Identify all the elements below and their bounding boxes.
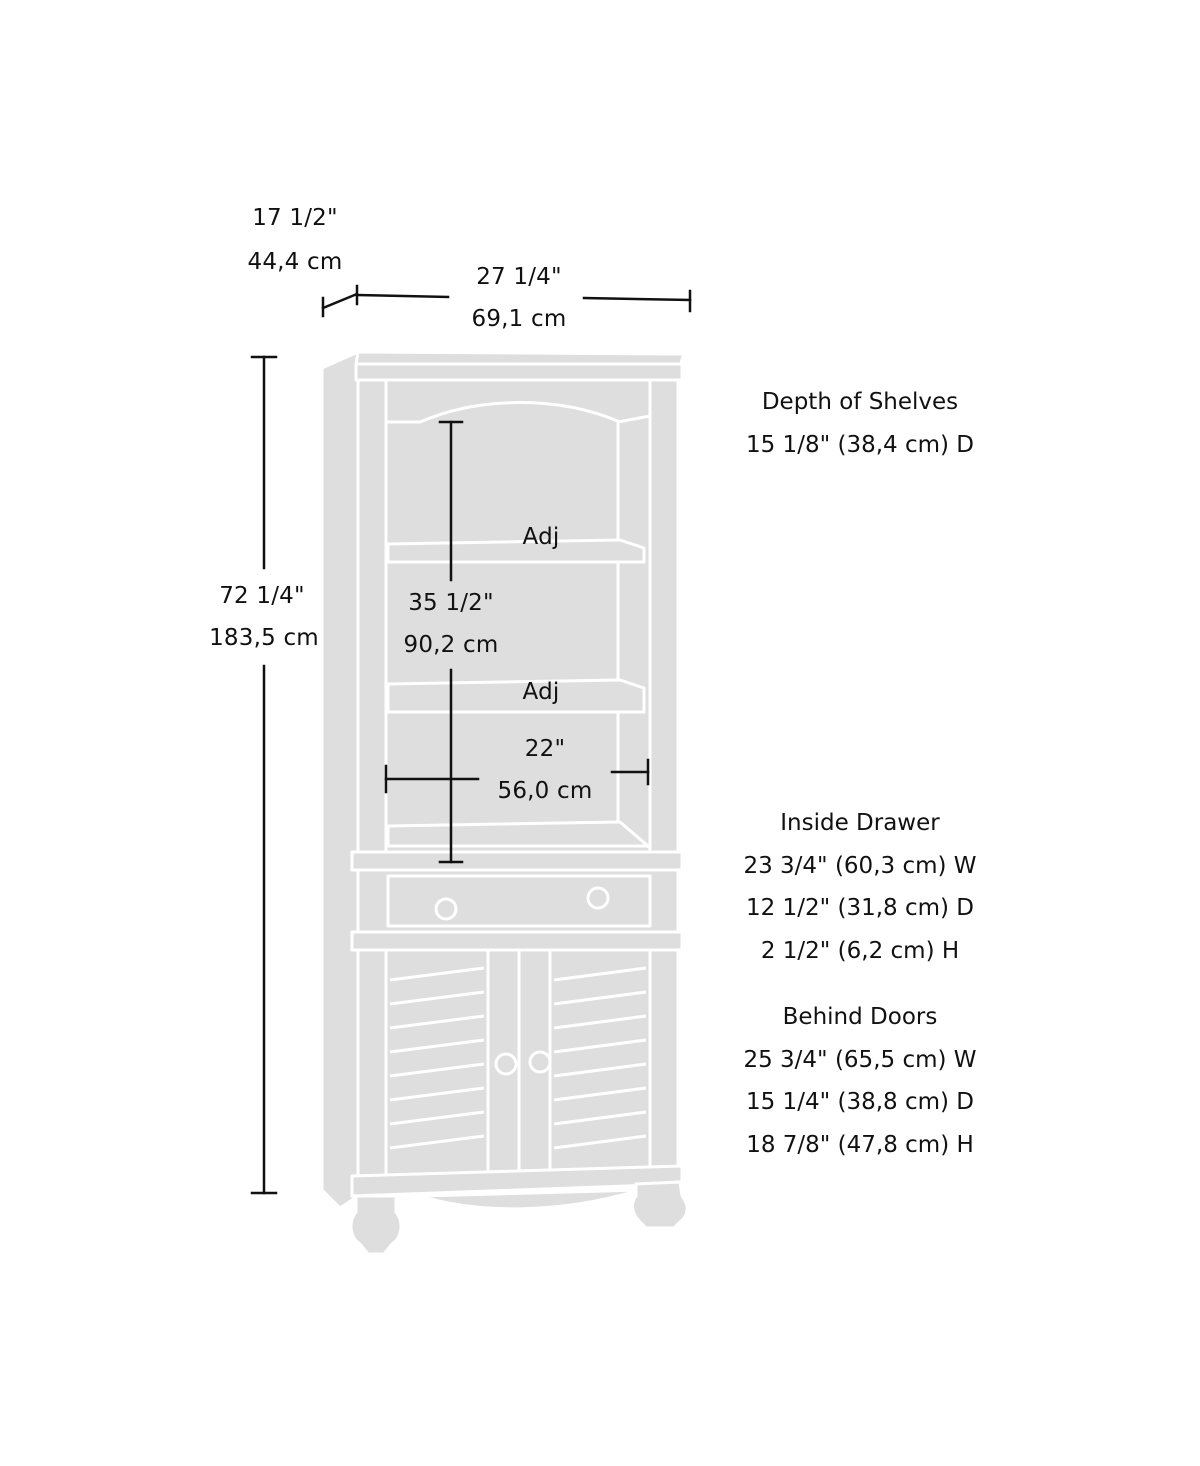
- left-door-louvres: [389, 966, 485, 1150]
- height-inches-label: 72 1/4": [219, 583, 305, 609]
- spec-doors-title: Behind Doors: [782, 1004, 938, 1030]
- upper-shelf: [386, 538, 646, 564]
- door-knob-left: [494, 1052, 518, 1076]
- spec-drawer-title: Inside Drawer: [780, 810, 940, 836]
- right-foot: [631, 1180, 689, 1230]
- bottom-shelf: [386, 820, 650, 848]
- spec-drawer-height: 2 1/2" (6,2 cm) H: [760, 937, 960, 964]
- cabinet-side-panel: [320, 350, 360, 1210]
- width-cm-label: 69,1 cm: [471, 306, 567, 332]
- inner-right-side: [616, 414, 652, 850]
- width-line-left: [355, 293, 450, 299]
- spec-doors: Behind Doors 25 3/4" (65,5 cm) W 15 1/4"…: [743, 996, 976, 1166]
- spec-shelves-depth: 15 1/8" (38,4 cm) D: [745, 431, 975, 458]
- spec-shelves: Depth of Shelves 15 1/8" (38,4 cm) D: [746, 381, 974, 466]
- inner-width-inches-label: 22": [524, 736, 566, 762]
- drawer-top-rail: [350, 850, 684, 872]
- drawer-knob-left: [434, 897, 458, 921]
- left-foot: [349, 1194, 403, 1256]
- depth-inches-label: 17 1/2": [252, 205, 338, 231]
- spec-drawer: Inside Drawer 23 3/4" (60,3 cm) W 12 1/2…: [743, 802, 976, 972]
- width-line-right: [582, 296, 692, 302]
- spec-shelves-title: Depth of Shelves: [761, 389, 959, 415]
- drawer-inset: [386, 874, 652, 928]
- spec-doors-depth: 15 1/4" (38,8 cm) D: [745, 1089, 975, 1115]
- cabinet-base: [350, 1164, 684, 1198]
- shelf-opening: [384, 378, 652, 864]
- right-door-louvres: [553, 966, 647, 1150]
- depth-cm-label: 44,4 cm: [247, 249, 343, 275]
- drawer-knob-right: [586, 886, 610, 910]
- cabinet-right-stile: [648, 378, 680, 864]
- inner-width-cm-label: 56,0 cm: [497, 778, 593, 804]
- spec-doors-height: 18 7/8" (47,8 cm) H: [746, 1131, 974, 1158]
- depth-line: [321, 292, 359, 310]
- spec-doors-width: 25 3/4" (65,5 cm) W: [743, 1046, 977, 1073]
- door-knob-right: [528, 1050, 552, 1074]
- base-skirt: [418, 1188, 642, 1211]
- drawer-bottom-rail: [350, 930, 684, 952]
- bookcase-cabinet: [320, 350, 689, 1256]
- width-inches-label: 27 1/4": [476, 264, 562, 290]
- cabinet-top-rail: [354, 362, 684, 382]
- cabinet-left-stile: [356, 378, 388, 864]
- dimension-lines: [250, 284, 692, 1195]
- lower-shelf: [386, 678, 646, 714]
- adj-lower-label: Adj: [522, 679, 560, 705]
- spec-drawer-width: 23 3/4" (60,3 cm) W: [743, 852, 977, 879]
- spec-drawer-depth: 12 1/2" (31,8 cm) D: [745, 895, 975, 921]
- shelf-height-inches-label: 35 1/2": [408, 590, 494, 616]
- adj-upper-label: Adj: [522, 524, 560, 550]
- shelf-height-cm-label: 90,2 cm: [403, 632, 499, 658]
- height-cm-label: 183,5 cm: [209, 625, 319, 651]
